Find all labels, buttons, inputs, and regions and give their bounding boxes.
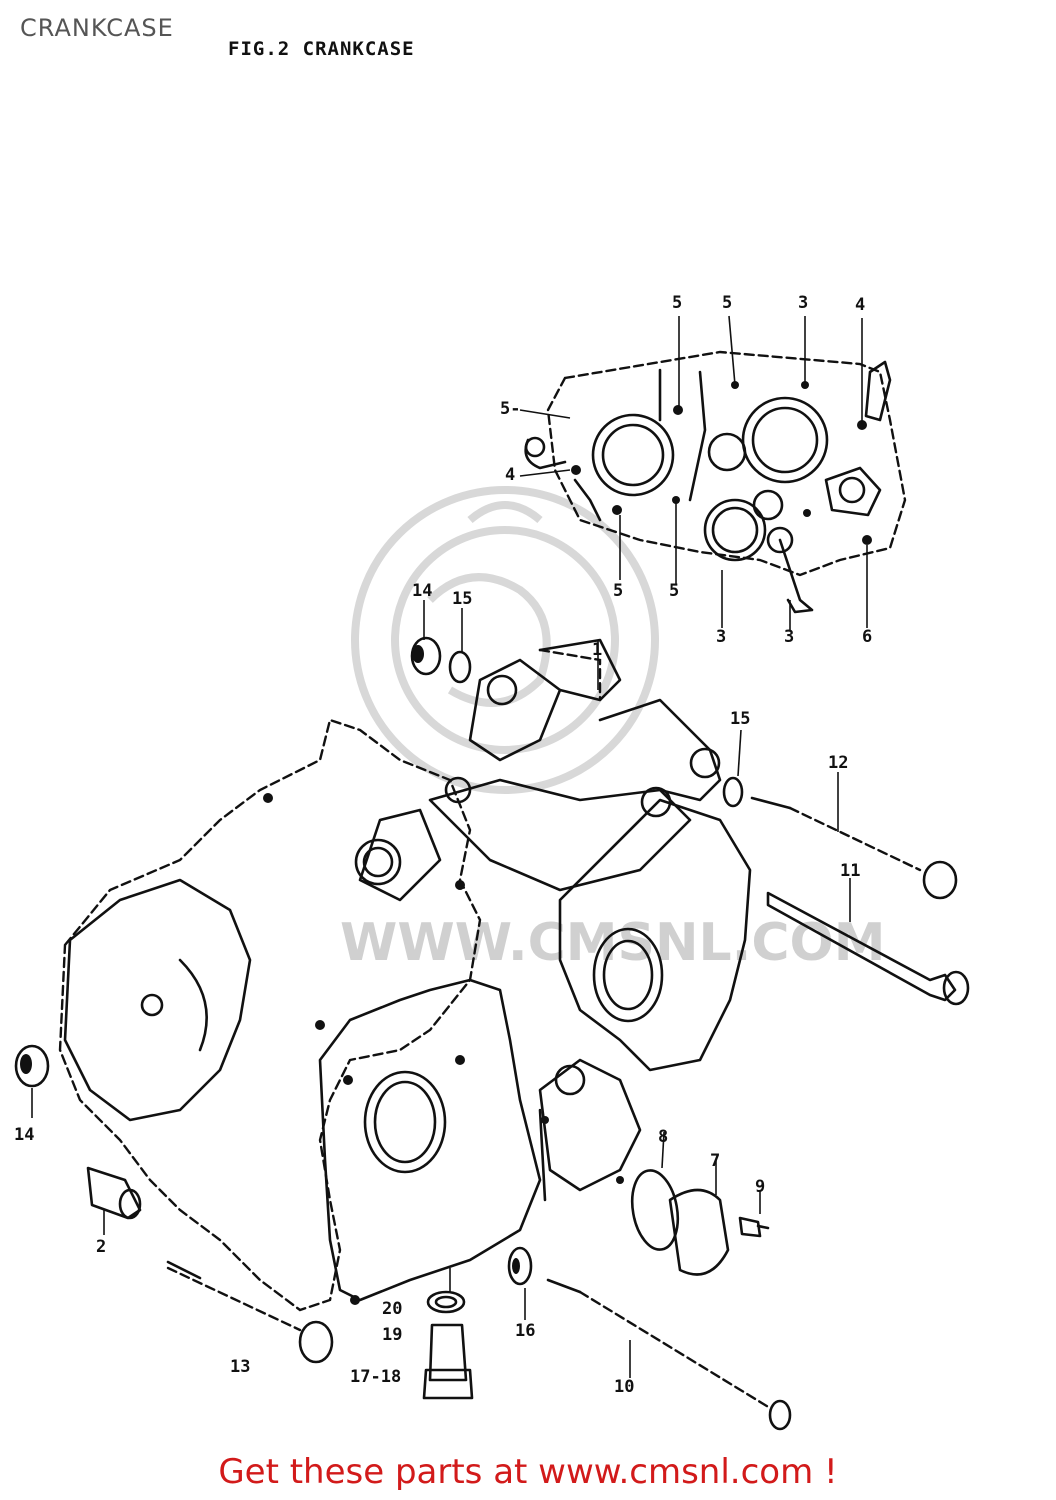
part-11-bolt	[766, 891, 970, 1006]
callout-11: 11	[840, 861, 860, 881]
callout-4: 4	[855, 295, 865, 315]
part-14-upper	[410, 636, 442, 676]
callout-13: 13	[230, 1357, 250, 1377]
part-16-washer	[507, 1246, 533, 1286]
callout-15: 15	[730, 709, 750, 729]
callout-10: 10	[614, 1377, 634, 1397]
callout-1: 1	[592, 640, 602, 660]
crankcase-exploded-diagram: WWW.CMSNL.COM	[14, 293, 970, 1431]
callout-7: 7	[710, 1151, 720, 1171]
part-8-oring	[630, 1169, 680, 1251]
part-13-stud	[166, 1260, 334, 1364]
part-15-upper	[448, 650, 472, 684]
callout-3: 3	[716, 627, 726, 647]
footer-parts-link[interactable]: Get these parts at www.cmsnl.com !	[218, 1452, 838, 1492]
part-15-right	[722, 776, 744, 808]
figure-caption: FIG.2 CRANKCASE	[228, 38, 415, 60]
callout-3: 3	[798, 293, 808, 313]
callout-5: 5-	[500, 399, 520, 419]
callout-8: 8	[658, 1127, 668, 1147]
crankcase-main-body	[58, 638, 752, 1312]
callout-3: 3	[784, 627, 794, 647]
cmsnl-watermark-icon: WWW.CMSNL.COM	[340, 486, 885, 973]
part-2-dowel	[86, 1166, 142, 1220]
callout-5: 5	[613, 581, 623, 601]
callout-12: 12	[828, 753, 848, 773]
page-title: CRANKCASE	[20, 14, 174, 42]
part-12-stud	[750, 796, 958, 900]
part-19-20-washer	[426, 1290, 466, 1314]
callout-4: 4	[505, 465, 515, 485]
part-14-left	[14, 1044, 50, 1088]
callout-14: 14	[412, 581, 432, 601]
callout-5: 5	[669, 581, 679, 601]
callout-17-18: 17-18	[350, 1367, 401, 1387]
callout-20: 20	[382, 1299, 402, 1319]
watermark-text: WWW.CMSNL.COM	[340, 913, 885, 973]
part-7-cap	[668, 1188, 730, 1276]
callout-19: 19	[382, 1325, 402, 1345]
callout-2: 2	[96, 1237, 106, 1257]
part-9-screw	[738, 1216, 770, 1238]
callout-15: 15	[452, 589, 472, 609]
crankcase-half-inner-view	[519, 315, 907, 630]
callout-6: 6	[862, 627, 872, 647]
callout-16: 16	[515, 1321, 535, 1341]
part-10-stud	[546, 1278, 792, 1431]
callout-5: 5	[672, 293, 682, 313]
callout-5: 5	[722, 293, 732, 313]
callout-14: 14	[14, 1125, 34, 1145]
callout-9: 9	[755, 1177, 765, 1197]
part-17-18-plug	[422, 1323, 474, 1400]
